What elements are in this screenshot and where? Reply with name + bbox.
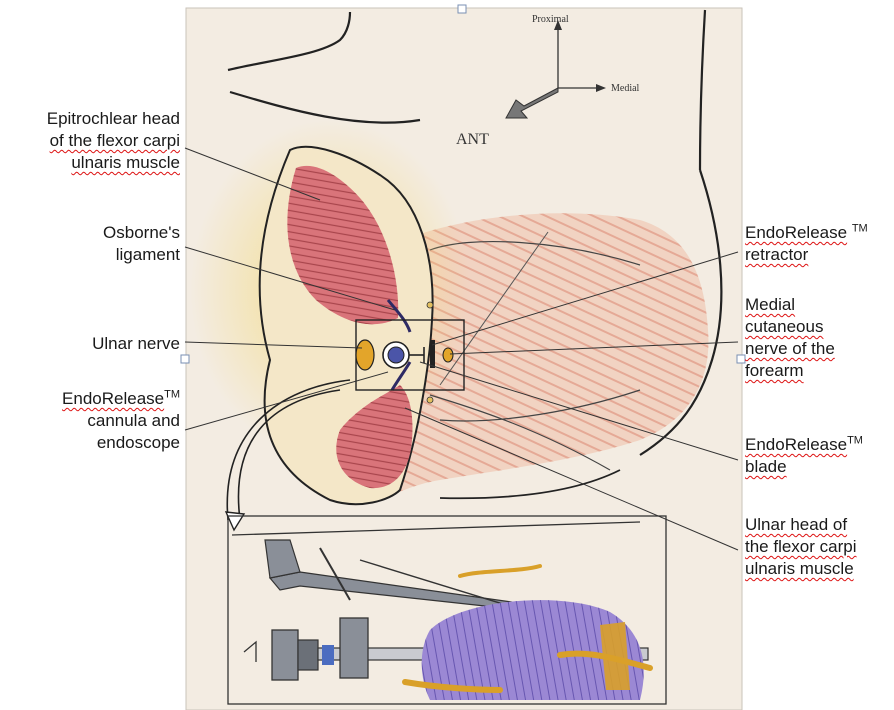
blade-label: EndoReleaseTM blade — [745, 434, 863, 478]
ulnar-nerve-label: Ulnar nerve — [92, 333, 180, 355]
proximal-label: Proximal — [532, 14, 569, 25]
label-line: Ulnar head of — [745, 515, 847, 534]
label-line: Osborne's — [103, 222, 180, 244]
label-line: cannula and — [62, 410, 180, 432]
label-line: endoscope — [62, 432, 180, 454]
label-line: EndoRelease — [745, 435, 847, 454]
label-line: Epitrochlear head — [47, 108, 180, 130]
osborne-ligament-label: Osborne's ligament — [103, 222, 180, 266]
label-line: ulnaris muscle — [71, 153, 180, 172]
label-line: ulnaris muscle — [745, 559, 854, 578]
medial-label: Medial — [611, 83, 640, 94]
medial-cutaneous-nerve-label: Medial cutaneous nerve of the forearm — [745, 294, 835, 382]
trademark-mark: TM — [164, 388, 180, 400]
label-line: EndoRelease — [745, 223, 847, 242]
retractor-label: EndoRelease TM retractor — [745, 222, 868, 266]
trademark-mark: TM — [852, 222, 868, 234]
epitrochlear-head-label: Epitrochlear head of the flexor carpi ul… — [47, 108, 180, 174]
label-line: cutaneous — [745, 317, 823, 336]
label-line: EndoRelease — [62, 389, 164, 408]
ulnar-nerve-section — [356, 340, 374, 370]
ulnar-head-label: Ulnar head of the flexor carpi ulnaris m… — [745, 514, 857, 580]
label-line: retractor — [745, 245, 808, 264]
label-line: Ulnar nerve — [92, 333, 180, 355]
medial-cutaneous-nerve-section — [443, 348, 453, 362]
label-line: blade — [745, 457, 787, 476]
label-line: forearm — [745, 361, 804, 380]
label-line: nerve of the — [745, 339, 835, 358]
label-line: of the flexor carpi — [50, 131, 180, 150]
cannula-endoscope-label: EndoReleaseTM cannula and endoscope — [62, 388, 180, 454]
anterior-label: ANT — [456, 131, 489, 148]
label-line: Medial — [745, 295, 795, 314]
label-line: ligament — [103, 244, 180, 266]
label-line: the flexor carpi — [745, 537, 857, 556]
trademark-mark: TM — [847, 434, 863, 446]
